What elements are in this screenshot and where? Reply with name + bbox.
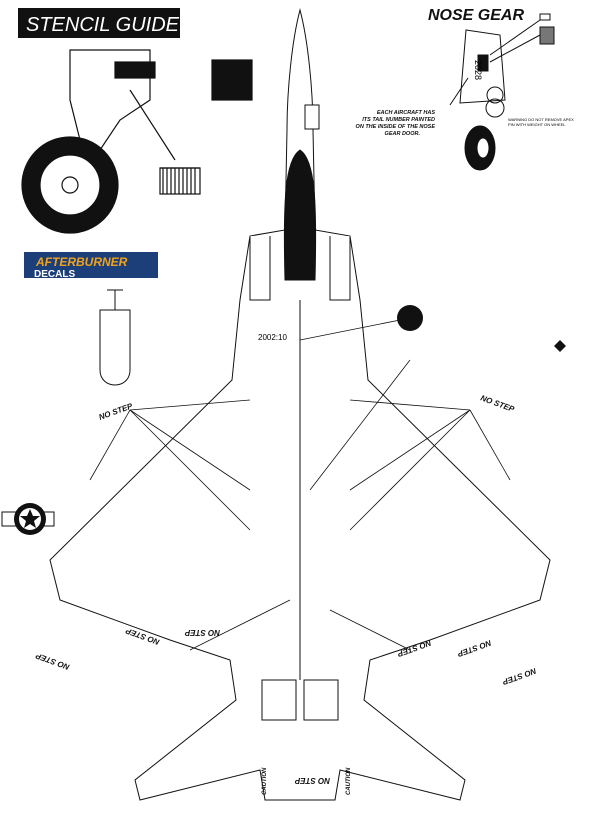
caution-label: CAUTION [346,767,352,795]
title: STENCIL GUIDE [26,14,180,36]
warning-1: WARNING DO NOT REMOVE APEX [508,117,574,122]
afterburner-logo: AFTERBURNER DECALS [24,252,158,280]
logo-line2: DECALS [34,269,75,280]
no-step-label: NO STEP [98,401,135,422]
aircraft-serial: 2002:10 [258,333,287,342]
logo-line1: AFTERBURNER [35,255,128,269]
no-step-label: NO STEP [294,776,330,785]
door-number: 2028 [473,60,483,80]
main-gear-inset [21,49,253,234]
caution-label: CAUTION [262,767,268,795]
no-step-label: NO STEP [34,651,71,672]
warning-2: PIN WITH WEIGHT ON WHEEL [508,122,566,127]
no-step-label: NO STEP [501,666,538,687]
tail-note-1: EACH AIRCRAFT HAS [377,110,435,116]
aircraft-top-view [49,8,551,801]
tail-note-2: ITS TAIL NUMBER PAINTED [362,117,435,123]
syringe-graphic [99,289,131,386]
tail-note-4: GEAR DOOR. [385,131,421,137]
tail-note-3: ON THE INSIDE OF THE NOSE [356,124,436,130]
pointer-lines [89,317,511,651]
roundel-insignia [1,503,55,535]
no-step-label: NO STEP [479,393,516,414]
nose-gear-inset: NOSE GEAR 2028 EACH AIRCRAFT HAS ITS TAI… [356,7,574,171]
title-banner: STENCIL GUIDE [18,8,180,38]
no-step-label: NO STEP [184,628,220,637]
nose-gear-title: NOSE GEAR [428,7,524,24]
diamond-marker [554,340,566,352]
caution-labels: CAUTION CAUTION [262,767,352,795]
no-step-label: NO STEP [456,638,493,659]
